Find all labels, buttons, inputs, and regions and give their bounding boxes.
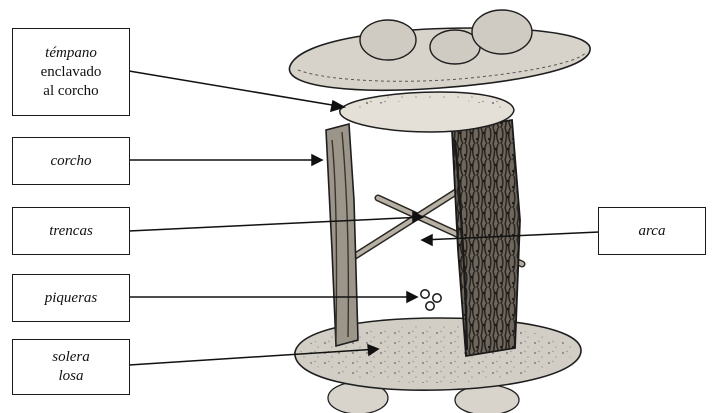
left-cork-post (326, 124, 358, 346)
label-corcho-text: corcho (50, 152, 91, 171)
top-disc (340, 92, 514, 132)
label-solera: solera losa (12, 339, 130, 395)
arrow-trencas (129, 217, 423, 231)
label-trencas-text: trencas (49, 222, 93, 241)
label-tempano-line3: al corcho (43, 82, 98, 101)
label-arca-text: arca (639, 222, 666, 241)
label-tempano-line1: témpano (45, 44, 97, 63)
label-solera-line1: solera (52, 348, 90, 367)
label-piqueras-text: piqueras (45, 289, 98, 308)
label-trencas: trencas (12, 207, 130, 255)
label-piqueras: piqueras (12, 274, 130, 322)
label-arca: arca (598, 207, 706, 255)
label-tempano-line2: enclavado (41, 63, 102, 82)
label-corcho: corcho (12, 137, 130, 185)
label-tempano: témpano enclavado al corcho (12, 28, 130, 116)
entrance-holes (421, 290, 441, 310)
label-solera-line2: losa (58, 367, 83, 386)
